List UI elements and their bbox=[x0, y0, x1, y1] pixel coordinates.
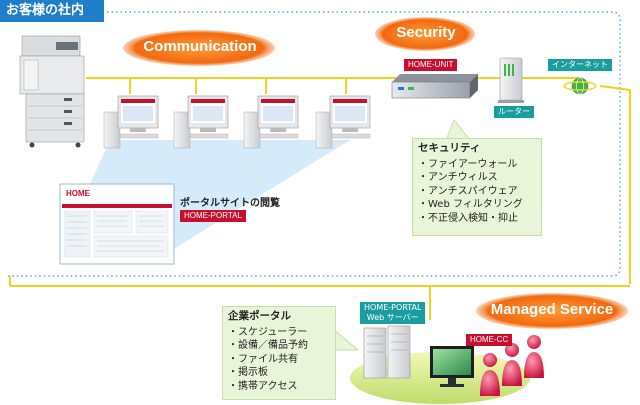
office-title: お客様の社内 bbox=[0, 0, 104, 22]
portal-list-heading: 企業ポータル bbox=[228, 310, 291, 322]
office-boundary bbox=[8, 11, 621, 277]
portal-list-item: ファイル共有 bbox=[228, 353, 308, 367]
portal-list-item: 携帯アクセス bbox=[228, 380, 308, 394]
portal-view-caption: ポータルサイトの閲覧 bbox=[180, 198, 280, 209]
home-cc-tag: HOME-CC bbox=[466, 334, 513, 346]
security-ellipse bbox=[375, 17, 475, 51]
client-pc-2 bbox=[173, 95, 229, 149]
home-unit-tag: HOME-UNIT bbox=[404, 59, 458, 71]
server-tag-line-2: Web サーバー bbox=[366, 313, 419, 322]
security-list-item: ファイアーウォール bbox=[418, 158, 523, 172]
portal-brand: HOME bbox=[66, 189, 90, 198]
client-pc-4 bbox=[315, 95, 371, 149]
server-tag-line-1: HOME-PORTAL bbox=[364, 303, 422, 312]
security-label: Security bbox=[396, 24, 456, 41]
internet-globe bbox=[563, 77, 597, 95]
security-list-item: 不正侵入検知・抑止 bbox=[418, 212, 523, 226]
security-list-item: Web フィルタリング bbox=[418, 198, 523, 212]
internet-tag: インターネット bbox=[548, 59, 612, 71]
communication-ellipse bbox=[123, 30, 275, 66]
portal-list-item: 設備／備品予約 bbox=[228, 339, 308, 353]
security-callout-pointer bbox=[445, 119, 472, 141]
home-portal-tag: HOME-PORTAL bbox=[180, 210, 246, 222]
communication-label: Communication bbox=[143, 38, 257, 55]
router-tag: ルーター bbox=[494, 106, 534, 118]
portal-screenshot bbox=[59, 183, 175, 265]
managed-service-label: Managed Service bbox=[490, 301, 614, 318]
security-list-item: アンチウィルス bbox=[418, 171, 523, 185]
home-unit-appliance bbox=[391, 74, 478, 99]
router-device bbox=[498, 57, 524, 103]
portal-web-server bbox=[363, 325, 411, 379]
portal-callout-pointer bbox=[333, 328, 360, 351]
network-lines bbox=[9, 77, 631, 320]
client-pc-1 bbox=[103, 95, 159, 149]
portal-list-item: 掲示板 bbox=[228, 366, 308, 380]
portal-feature-list: 企業ポータル スケジューラー 設備／備品予約 ファイル共有 掲示板 携帯アクセス bbox=[228, 310, 308, 393]
operator-monitor bbox=[430, 346, 474, 387]
portal-list-item: スケジューラー bbox=[228, 326, 308, 340]
managed-service-ellipse bbox=[476, 293, 628, 329]
security-list-heading: セキュリティ bbox=[418, 142, 481, 154]
support-staff bbox=[480, 335, 544, 396]
multifunction-printer bbox=[19, 35, 85, 148]
security-list: セキュリティ ファイアーウォール アンチウィルス アンチスパイウェア Web フ… bbox=[418, 142, 523, 225]
server-tag: HOME-PORTAL Web サーバー bbox=[360, 302, 426, 324]
client-pc-3 bbox=[243, 95, 299, 149]
security-list-item: アンチスパイウェア bbox=[418, 185, 523, 199]
